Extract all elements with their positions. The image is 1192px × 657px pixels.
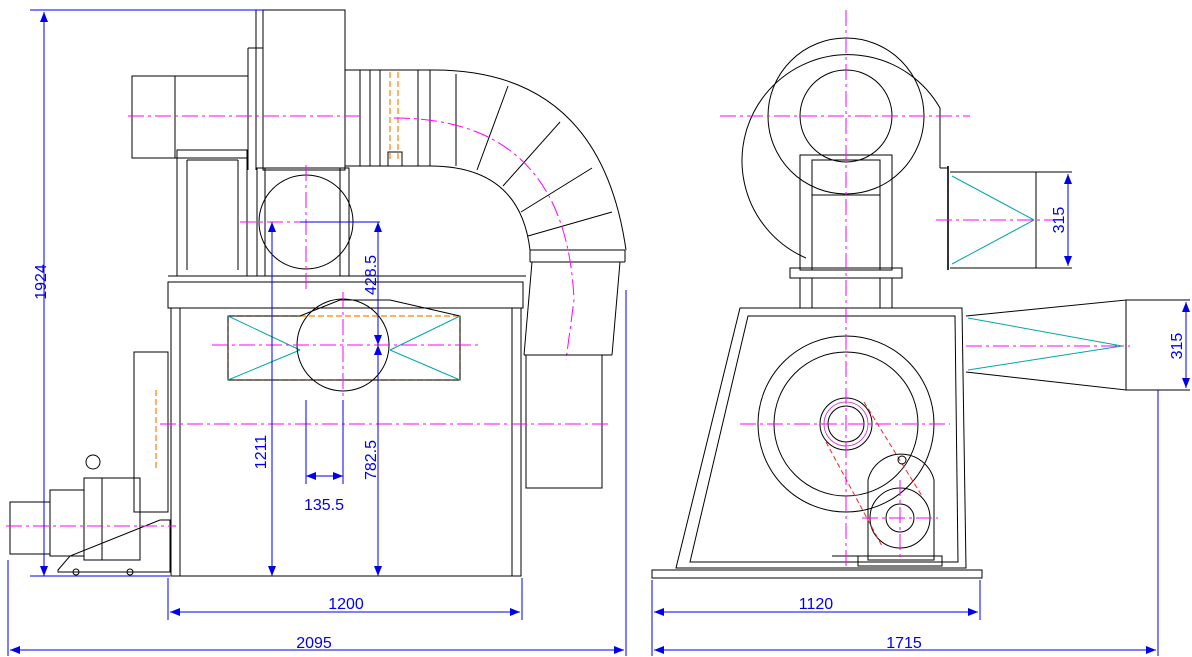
- dim-right-overall-width: 1715: [886, 635, 922, 652]
- dim-center-height: 782.5: [363, 440, 380, 480]
- right-centerlines: [720, 10, 1130, 570]
- dim-upper-offset: 428.5: [363, 255, 380, 295]
- dim-outlet-upper: 315: [1051, 207, 1068, 234]
- dim-center-offset: 135.5: [304, 497, 344, 514]
- motor-assembly: [9, 351, 171, 576]
- volute: [741, 37, 1072, 270]
- left-dimensions: [7, 9, 627, 656]
- main-cabinet: [167, 275, 603, 577]
- dim-overall-height: 1924: [33, 264, 50, 300]
- dim-overall-width: 2095: [296, 635, 332, 652]
- right-dimensions: [651, 174, 1190, 656]
- left-centerlines: [6, 115, 610, 527]
- dim-right-body-width: 1120: [799, 596, 834, 613]
- right-view: 315 315 1120 1715: [651, 10, 1190, 656]
- left-view: 1924 1211 428.5 782.5 135.5 1200 2095: [6, 9, 627, 656]
- fan-housing-top: [131, 9, 346, 277]
- dim-outlet-lower: 315: [1169, 333, 1186, 360]
- dim-body-width: 1200: [328, 596, 364, 613]
- motor-belt: [825, 401, 943, 567]
- lower-housing: [651, 299, 1190, 579]
- elbow-duct: [344, 69, 627, 361]
- dim-outlet-to-base: 1211: [253, 435, 270, 470]
